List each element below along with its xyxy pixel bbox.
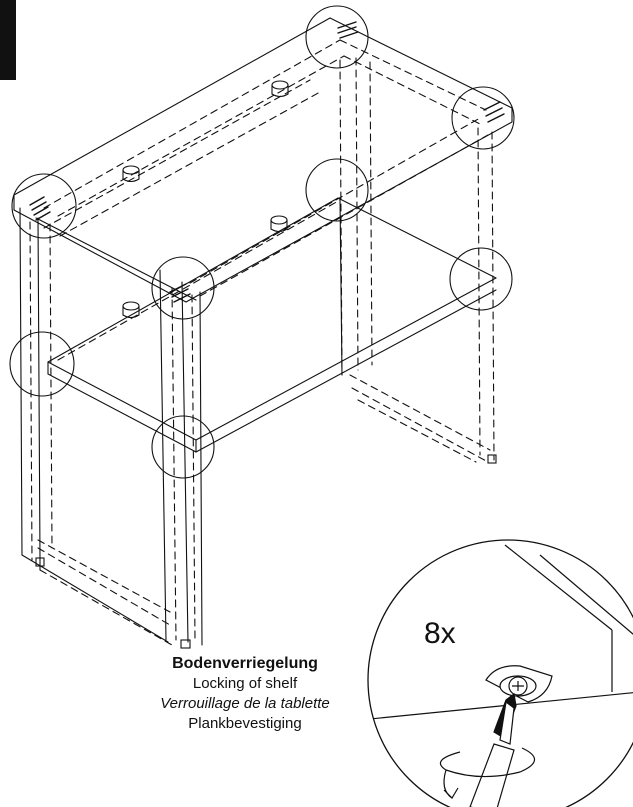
screwdriver-icon (469, 692, 517, 807)
top-board (13, 17, 513, 303)
detail-magnifier (367, 539, 633, 807)
caption-french: Verrouillage de la tablette (160, 695, 330, 712)
step-caption: Bodenverriegelung Locking of shelf Verro… (120, 654, 370, 734)
caption-german: Bodenverriegelung (172, 655, 318, 672)
caption-dutch: Plankbevestiging (188, 715, 302, 732)
phillips-screw-icon (508, 676, 528, 696)
dowel-pegs (122, 80, 289, 319)
joint-hatches (29, 21, 505, 303)
middle-shelf (47, 197, 497, 453)
feet (35, 454, 497, 649)
frame-hidden-lines (29, 39, 495, 646)
rotation-arrow-icon (439, 747, 536, 799)
caption-english: Locking of shelf (192, 675, 298, 692)
frame-left (19, 207, 203, 646)
highlight-circles (9, 5, 515, 479)
quantity-label: 8x (424, 617, 456, 650)
page-tab-marker (0, 0, 16, 80)
